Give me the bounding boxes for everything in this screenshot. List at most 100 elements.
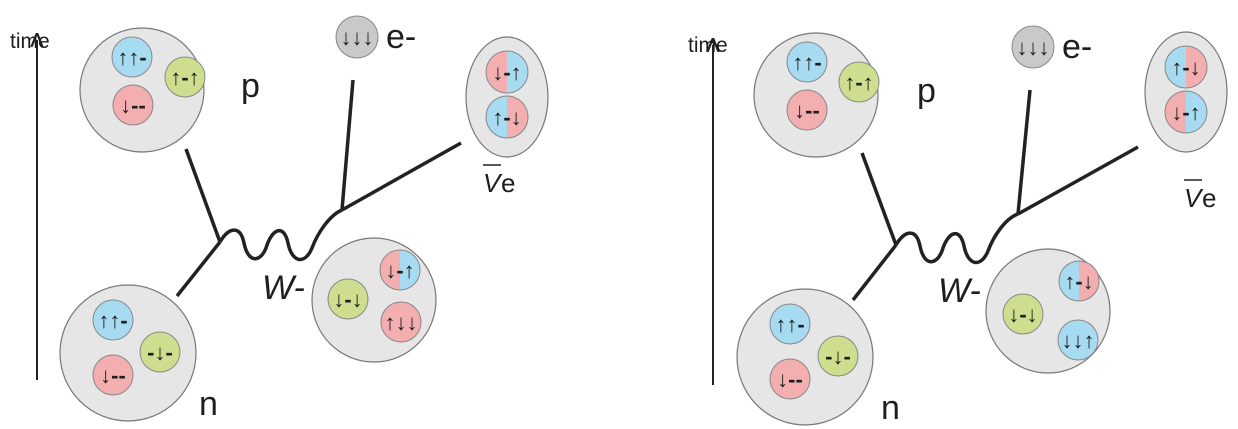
w-boson: ↑-↓ ↓-↓ ↓↓↑: [985, 248, 1111, 374]
quark: ↑-↑: [164, 56, 206, 98]
quark-spins: ↓-↑: [492, 60, 521, 85]
quark-half-right: [1186, 46, 1207, 88]
quark: ↓-↑: [1164, 90, 1208, 134]
w-boson-label: W-: [938, 272, 981, 310]
quark-spins: ↑↑-: [117, 45, 146, 70]
quark-spins: ↑-↑: [170, 65, 199, 90]
quark-spins: ↓--: [100, 363, 126, 388]
quark-spins: ↑↑-: [775, 312, 804, 337]
quark-spins: ↓--: [120, 93, 146, 118]
electron-line: [1016, 89, 1032, 215]
quark: ↓--: [112, 84, 154, 126]
quark: ↑↑-: [111, 36, 153, 78]
quark: ↑↑-: [786, 41, 828, 83]
quark-half-right: [507, 96, 528, 138]
electron-spins: ↓↓↓: [1017, 35, 1050, 60]
neutron-label: n: [881, 389, 900, 427]
neutron: ↑↑- -↓- ↓--: [736, 288, 874, 426]
quark: ↑-↓: [1164, 45, 1208, 89]
quark-circle: [1057, 319, 1099, 361]
neutron: ↑↑- -↓- ↓--: [59, 284, 197, 422]
quark-outline: [1164, 45, 1208, 89]
quark-spins: ↑-↑: [844, 70, 873, 95]
quark-circle: [786, 41, 828, 83]
quark-half-left: [486, 96, 507, 138]
time-label: time: [688, 34, 728, 57]
quark-spins: ↑↑-: [792, 50, 821, 75]
quark-outline: [485, 95, 529, 139]
quark-spins: ↓↓↑: [1062, 328, 1095, 353]
quark: ↑↑-: [92, 299, 134, 341]
quark-spins: ↓--: [794, 98, 820, 123]
quark-half-left: [1165, 91, 1186, 133]
quark-circle: [327, 278, 369, 320]
quark-spins: ↑-↓: [1064, 269, 1093, 294]
quark-spins: ↑↑-: [98, 308, 127, 333]
antineutrino-label-suffix: e: [501, 168, 515, 198]
quark: -↓-: [817, 335, 859, 377]
w-boson-wave: [218, 208, 343, 262]
quark: ↑-↓: [485, 95, 529, 139]
quark-circle: [164, 56, 206, 98]
quark: ↓↓↑: [1057, 319, 1099, 361]
electron-line: [340, 79, 355, 211]
quark-spins: -↓-: [147, 340, 173, 365]
quark: ↑↓↓: [380, 301, 422, 343]
antineutrino: ↑-↓ ↓-↑: [1144, 31, 1228, 153]
quark-outline: [1058, 260, 1100, 302]
time-label: time: [10, 30, 50, 53]
quark: ↑-↑: [838, 61, 880, 103]
neutron-line: [175, 240, 222, 298]
quark: ↓--: [92, 354, 134, 396]
quark: ↓-↓: [327, 278, 369, 320]
quark-outline: [379, 249, 421, 291]
electron-circle: [1011, 25, 1055, 69]
panel-left: time ↑↑- ↑-↑ ↓-- p ↓↓↓ e-: [10, 15, 549, 423]
quark-half-left: [1165, 46, 1186, 88]
quark-half-right: [1186, 91, 1207, 133]
neutron-line: [851, 243, 898, 302]
quark: -↓-: [139, 331, 181, 373]
quark-circle: [111, 36, 153, 78]
antineutrino-line: [341, 141, 462, 212]
quark: ↓--: [769, 358, 811, 400]
antineutrino: ↓-↑ ↑-↓: [465, 36, 549, 158]
proton-line: [860, 152, 898, 246]
quark-spins: ↑-↓: [1171, 55, 1200, 80]
quark-circle: [769, 358, 811, 400]
quark-circle: [769, 303, 811, 345]
quark-circle: [786, 89, 828, 131]
quark-spins: ↓-↓: [1008, 302, 1037, 327]
w-boson: ↓-↑ ↓-↓ ↑↓↓: [311, 237, 437, 363]
proton: ↑↑- ↑-↑ ↓--: [753, 32, 880, 158]
quark-circle: [92, 299, 134, 341]
antineutrino-line: [1017, 145, 1139, 216]
quark-circle: [817, 335, 859, 377]
quark: ↓-↓: [1002, 293, 1044, 335]
neutron-label: n: [199, 385, 218, 423]
quark-half-right: [400, 250, 420, 290]
antineutrino-label-symbol: V: [483, 168, 503, 198]
quark-spins: ↓-↑: [1171, 100, 1200, 125]
quark-circle: [380, 301, 422, 343]
w-boson-wave: [894, 212, 1019, 265]
quark-half-right: [1079, 261, 1099, 301]
quark: ↑↑-: [769, 303, 811, 345]
quark-half-left: [380, 250, 400, 290]
quark-outline: [485, 50, 529, 94]
quark-spins: ↓--: [777, 367, 803, 392]
quark-outline: [1164, 90, 1208, 134]
proton: ↑↑- ↑-↑ ↓--: [79, 27, 206, 153]
proton-line: [184, 148, 222, 243]
antineutrino-label-suffix: e: [1202, 183, 1216, 213]
quark-circle: [92, 354, 134, 396]
quark-half-left: [1059, 261, 1079, 301]
electron-circle: [335, 15, 379, 59]
quark: ↓-↑: [379, 249, 421, 291]
quark-half-left: [486, 51, 507, 93]
electron-label: e-: [1062, 28, 1092, 66]
proton-label: p: [241, 67, 260, 105]
antineutrino-label-symbol: V: [1184, 183, 1204, 213]
quark-circle: [139, 331, 181, 373]
